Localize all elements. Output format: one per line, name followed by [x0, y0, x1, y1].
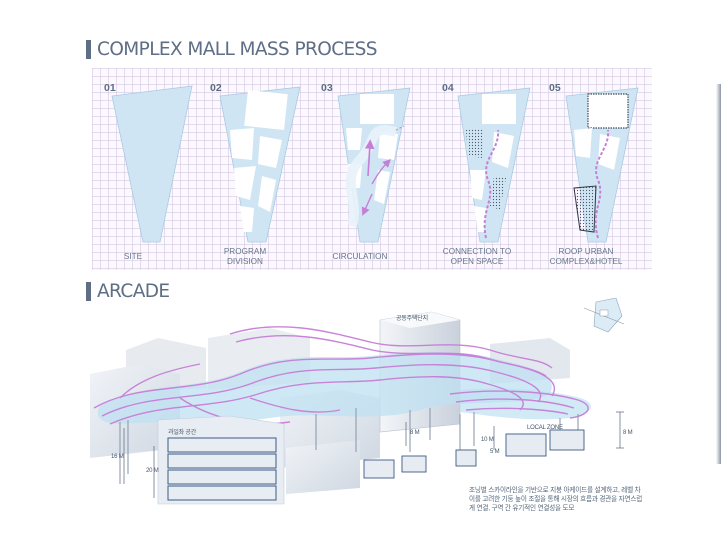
dimension-20m: 20 M [146, 468, 159, 474]
step-number-05: 05 [549, 82, 561, 94]
title-accent-bar [86, 40, 91, 59]
arcade-section-title: ARCADE [86, 281, 170, 302]
dimension-5m: 5 M [490, 449, 500, 455]
step-number-02: 02 [210, 82, 222, 94]
roof-canopy [93, 326, 591, 484]
local-zone-label: LOCAL ZONE [527, 425, 563, 431]
tower-label: 공동주택단지 [396, 316, 428, 322]
left-market-block [157, 415, 285, 505]
step-label-site: SITE [123, 252, 143, 261]
step-label-connection: CONNECTION TO OPEN SPACE [442, 247, 512, 266]
step-02-program-division [219, 86, 301, 243]
step-01-site-shape [111, 85, 193, 243]
step-number-01: 01 [104, 82, 116, 94]
arcade-axonometric [90, 298, 625, 505]
left-block-label: 과일좌 공간 [168, 430, 197, 436]
step-label-program-division: PROGRAM DIVISION [223, 247, 267, 266]
dimension-8m-right: 8 M [623, 430, 633, 436]
dimension-10m: 10 M [481, 437, 494, 443]
step-number-04: 04 [442, 82, 454, 94]
mini-site-plan [583, 298, 625, 333]
process-section-title: COMPLEX MALL MASS PROCESS [86, 39, 378, 60]
step-label-roop-urban: ROOP URBAN COMPLEX&HOTEL [549, 247, 623, 266]
process-title-text: COMPLEX MALL MASS PROCESS [97, 39, 378, 60]
dimension-8m-center: 8 M [410, 430, 420, 436]
page-edge-shadow [716, 84, 721, 464]
dimension-16m: 16 M [111, 454, 124, 460]
mass-process-diagrams [111, 85, 639, 243]
arcade-title-text: ARCADE [97, 281, 170, 302]
step-04-connection [457, 87, 531, 243]
step-05-roop-urban [565, 87, 639, 243]
step-number-03: 03 [321, 82, 333, 94]
title-accent-bar [86, 282, 91, 301]
step-label-circulation: CIRCULATION [332, 252, 388, 261]
dimension-lines [123, 411, 624, 498]
front-small-blocks [363, 429, 585, 479]
arcade-description: 조닝별 스카이라인을 기반으로 지붕 아케이드를 설계하고, 레벨 차이를 고려… [469, 487, 643, 512]
step-03-circulation [337, 87, 411, 243]
